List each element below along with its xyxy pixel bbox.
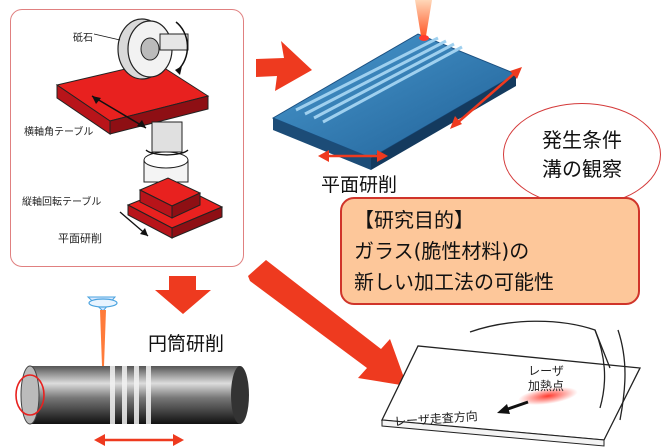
- heat-point-label: レーザ 加熱点: [528, 364, 564, 394]
- research-purpose-box: 【研究目的】 ガラス(脆性材料)の 新しい加工法の可能性: [340, 197, 640, 305]
- grindstone-label: 砥石: [73, 33, 93, 44]
- rotary-table-illustration: [119, 121, 224, 239]
- arrow-to-plate: [256, 41, 312, 91]
- arrow-to-cylinder: [155, 276, 211, 314]
- conditions-oval: 発生条件 溝の観察: [503, 103, 661, 206]
- conditions-line1: 発生条件: [542, 127, 622, 152]
- arrow-to-sheet: [248, 260, 407, 386]
- plate-motion-arrow: [455, 71, 517, 125]
- heat-point-line2: 加熱点: [528, 379, 565, 393]
- laser-sheet-illustration: [381, 320, 642, 447]
- horizontal-table-label: 横軸角テーブル: [24, 127, 94, 138]
- cylinder-illustration: [15, 296, 249, 446]
- purpose-line1: ガラス(脆性材料)の: [354, 239, 530, 263]
- purpose-title: 【研究目的】: [354, 208, 474, 232]
- purpose-line2: 新しい加工法の可能性: [354, 270, 554, 294]
- glass-plate-illustration: [271, 0, 518, 170]
- surface-grinding-small-label: 平面研削: [58, 232, 102, 245]
- conditions-line2: 溝の観察: [542, 156, 622, 181]
- surface-grinding-label: 平面研削: [321, 174, 398, 196]
- cylindrical-grinding-label: 円筒研削: [148, 333, 225, 355]
- heat-point-line1: レーザ: [528, 364, 564, 378]
- grindstone-table-illustration: [55, 18, 210, 135]
- vertical-table-label: 縦軸回転テーブル: [22, 197, 102, 208]
